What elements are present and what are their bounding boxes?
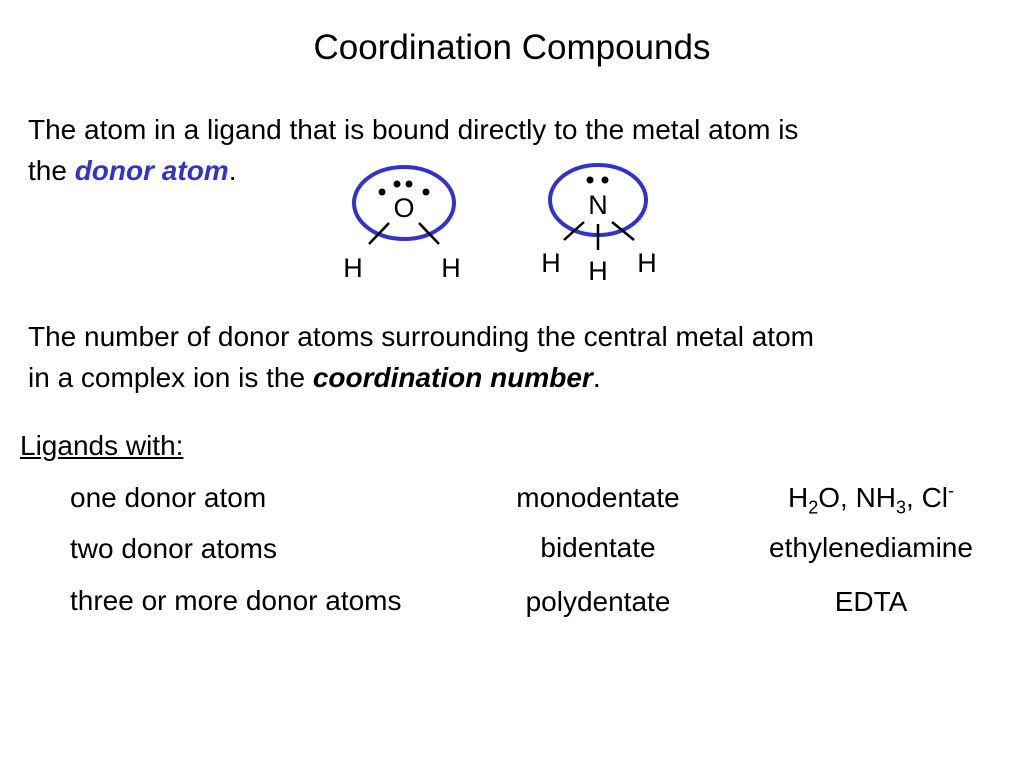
donor-line-suffix: . [228,155,237,186]
example-cl: , Cl [906,482,949,513]
coordination-definition-line-1: The number of donor atoms surrounding th… [28,321,814,352]
water-hydrogen-right: H [441,253,461,283]
coordination-line-suffix: . [592,362,601,393]
water-lone-pair-dot [393,180,401,188]
ligands-heading: Ligands with: [20,430,184,461]
coordination-definition-line-2: in a complex ion is the coordination num… [28,357,814,398]
water-lone-pair-dot [405,180,413,188]
ammonia-molecule: N H H H [541,163,657,286]
example-h: H [787,482,809,513]
ammonia-bond-right [611,221,635,241]
water-hydrogen-left: H [343,253,363,283]
example-sup-minus: - [948,480,955,501]
row-two-donor-count: two donor atoms [70,533,277,564]
ammonia-hydrogen-middle: H [588,256,608,286]
row-one-denticity: monodentate [516,482,680,513]
row-three-donor-count: three or more donor atoms [70,585,402,616]
ammonia-nitrogen-label: N [588,190,608,220]
ammonia-bond-left [563,221,585,241]
water-bond-left [368,222,390,245]
donor-definition-line-1: The atom in a ligand that is bound direc… [28,114,799,145]
coordination-number-definition: The number of donor atoms surrounding th… [28,316,814,398]
donor-atom-definition: The atom in a ligand that is bound direc… [28,109,798,191]
row-two-example: ethylenediamine [769,532,973,563]
example-sub-3: 3 [896,497,907,518]
row-one-donor-count: one donor atom [70,482,267,513]
donor-atom-term: donor atom [74,155,229,186]
coordination-number-term: coordination number [312,362,593,393]
row-three-denticity: polydentate [525,586,671,617]
water-molecule: O H H [343,165,461,283]
water-donor-ring [352,165,456,241]
water-lone-pair-dot [422,188,430,196]
ammonia-hydrogen-right: H [637,248,657,278]
row-two-denticity: bidentate [540,532,656,563]
donor-line-prefix: the [28,155,75,186]
donor-definition-line-2: the donor atom. [28,150,798,191]
row-one-examples: H2O, NH3, Cl- [787,480,955,518]
row-three-example: EDTA [834,586,908,617]
slide-title: Coordination Compounds [313,28,711,67]
example-sub-2: 2 [808,497,819,518]
ammonia-hydrogen-left: H [541,248,561,278]
ammonia-lone-pair-dot [601,176,609,184]
water-oxygen-label: O [393,193,414,223]
example-o-nh: O, NH [818,482,897,513]
ammonia-lone-pair-dot [586,176,594,184]
coordination-line-prefix: in a complex ion is the [28,362,313,393]
water-lone-pair-dot [378,188,386,196]
water-bond-right [418,222,440,245]
